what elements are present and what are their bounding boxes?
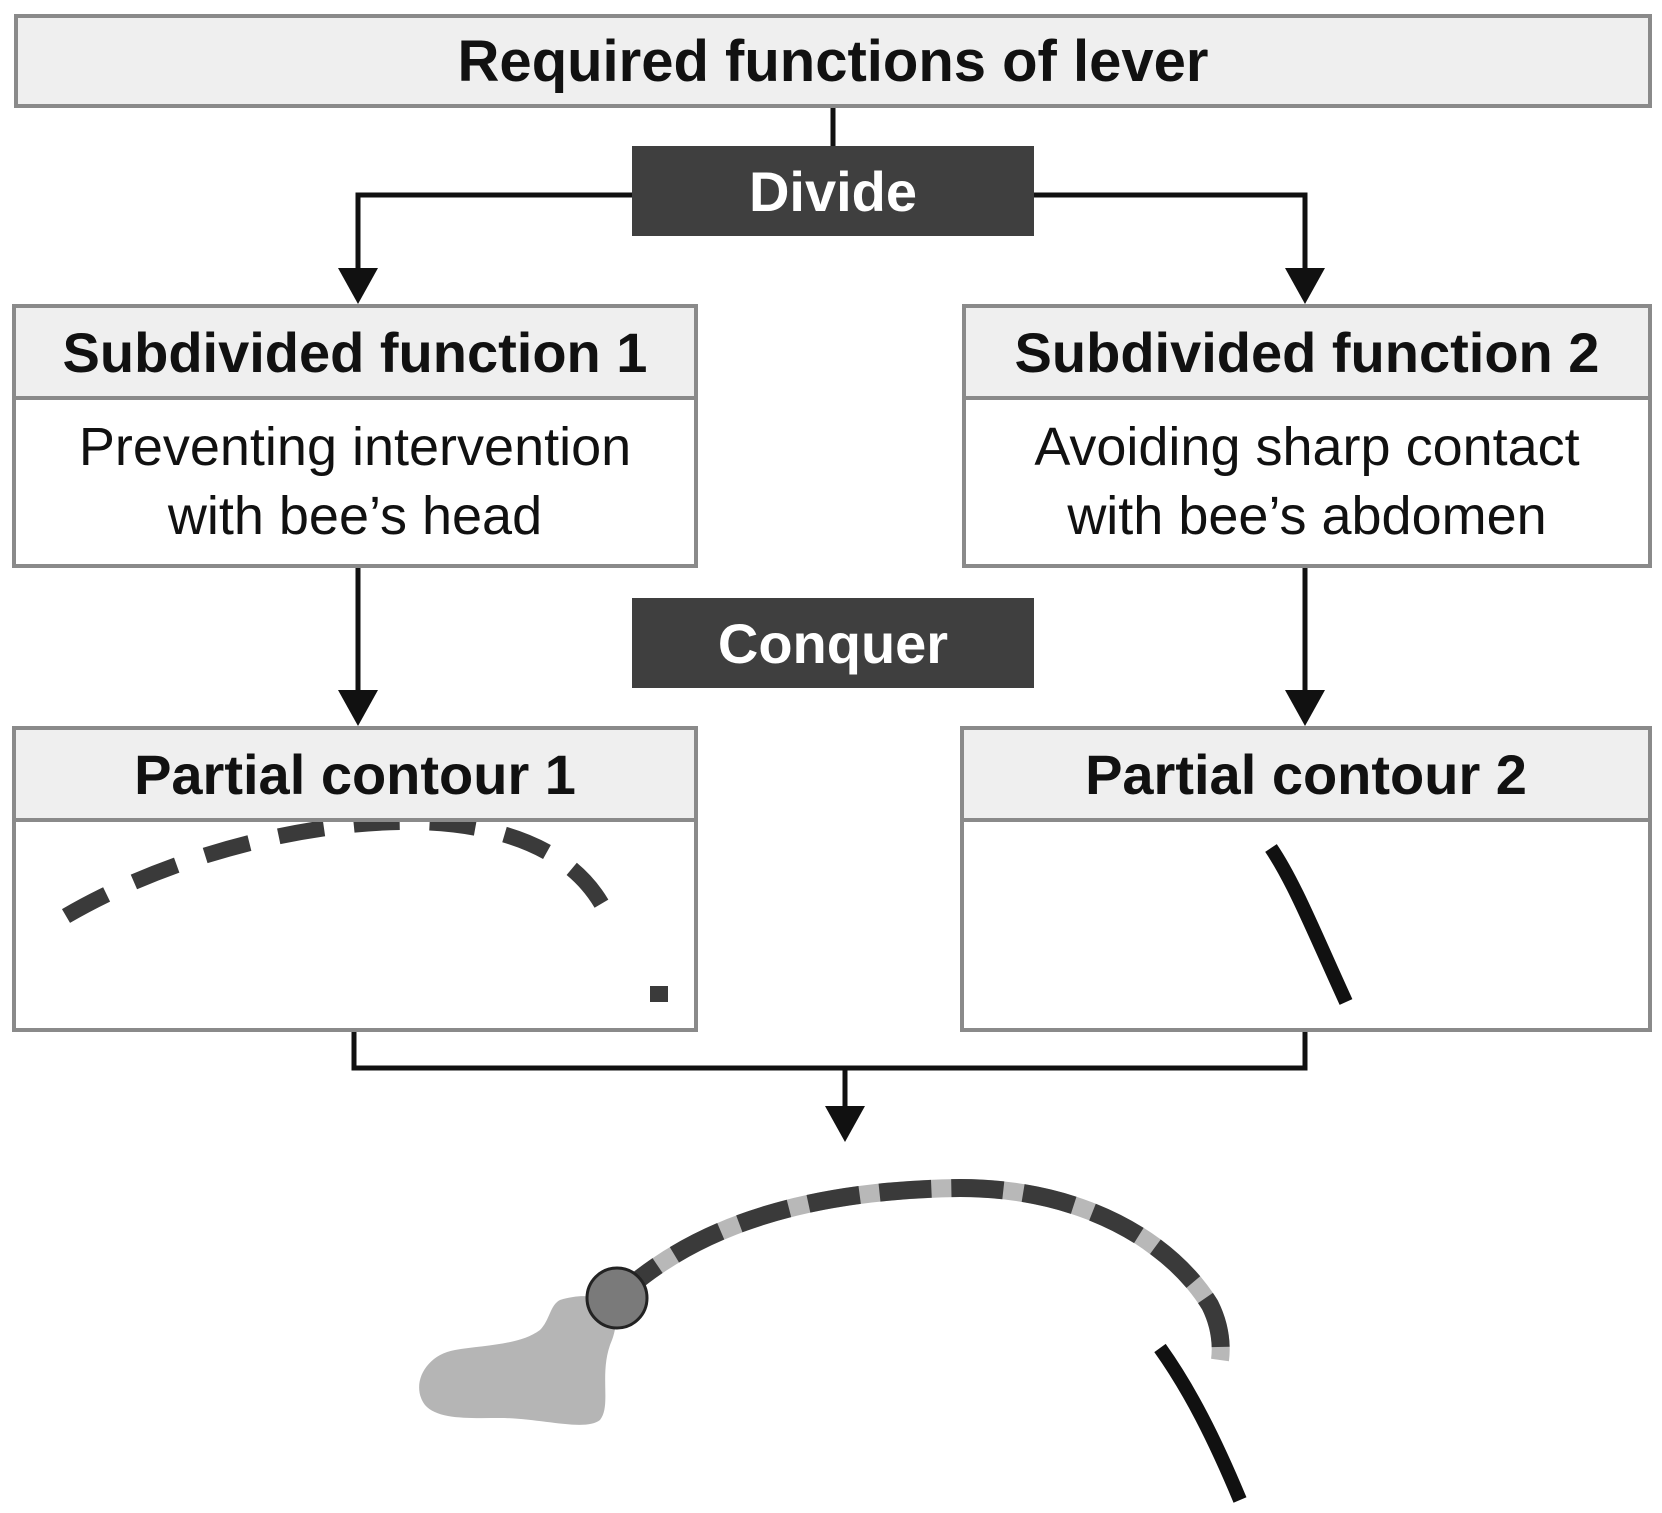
arrow-to-contour-2 — [1285, 690, 1325, 726]
contour-1-heading: Partial contour 1 — [16, 730, 694, 822]
contour-1-end-dash — [650, 986, 668, 1002]
contour-1-dashed-curve — [61, 822, 614, 923]
arrow-to-result — [825, 1106, 865, 1142]
contour-2-drawing — [1265, 844, 1353, 1005]
arrow-to-subfunction-1 — [338, 268, 378, 304]
contour-2-solid-curve — [1265, 844, 1353, 1005]
contour-2-heading-text: Partial contour 2 — [1085, 742, 1527, 806]
arrow-to-subfunction-2 — [1285, 268, 1325, 304]
subfunction-1-heading-text: Subdivided function 1 — [62, 320, 648, 384]
contour-2-box: Partial contour 2 — [960, 726, 1652, 1032]
merge-line — [351, 1032, 1308, 1071]
arrow-to-contour-1 — [338, 690, 378, 726]
divide-label-text: Divide — [748, 159, 918, 223]
subfunction-1-box: Subdivided function 1 Preventing interve… — [12, 304, 698, 568]
subfunction-1-description: Preventing intervention with bee’s head — [78, 417, 632, 546]
title-box: Required functions of lever — [14, 14, 1652, 108]
contour-1-box: Partial contour 1 — [12, 726, 698, 1032]
conquer-label-text: Conquer — [717, 611, 949, 675]
result-contour-solid — [1154, 1343, 1247, 1503]
subfunction-2-heading-text: Subdivided function 2 — [1014, 320, 1600, 384]
result-contour-dashed — [610, 1178, 1230, 1362]
subfunction-2-box: Subdivided function 2 Avoiding sharp con… — [962, 304, 1652, 568]
divide-branch-left — [355, 192, 640, 272]
divide-branch-right — [1030, 192, 1308, 272]
divide-label: Divide — [632, 146, 1034, 236]
result-contour-underlay — [610, 1178, 1230, 1362]
contour-1-drawing — [61, 822, 668, 1002]
attachment-blob — [419, 1296, 616, 1425]
subfunction-2-heading: Subdivided function 2 — [966, 308, 1648, 400]
diagram-title: Required functions of lever — [457, 28, 1209, 94]
contour-2-heading: Partial contour 2 — [964, 730, 1648, 822]
contour-1-heading-text: Partial contour 1 — [134, 742, 576, 806]
pivot-joint — [585, 1266, 649, 1330]
subfunction-2-description: Avoiding sharp contact with bee’s abdome… — [1034, 417, 1580, 546]
conquer-label: Conquer — [632, 598, 1034, 688]
subfunction-1-heading: Subdivided function 1 — [16, 308, 694, 400]
